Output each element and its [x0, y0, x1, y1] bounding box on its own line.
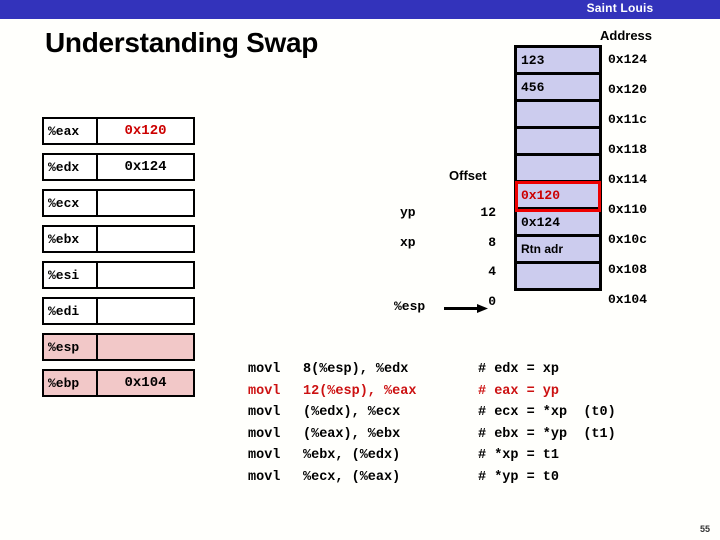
- memory-address-label: 0x110: [608, 202, 648, 217]
- offset-value: 4: [488, 264, 496, 279]
- code-operands: 8(%esp), %edx: [303, 362, 409, 377]
- code-opcode: movl: [248, 362, 281, 377]
- code-line: movl 8(%esp), %edx # edx = xp: [248, 359, 616, 381]
- institution-name: Saint Louis: [586, 1, 654, 15]
- offset-value: 12: [480, 205, 496, 220]
- code-comment: # ecx = *xp (t0): [478, 405, 616, 420]
- memory-cell: [517, 264, 599, 291]
- memory-address-label: 0x10c: [608, 232, 648, 247]
- assembly-code-block: movl 8(%esp), %edx # edx = xp movl 12(%esp),…: [248, 359, 616, 488]
- address-column-header: Address: [600, 28, 653, 43]
- code-comment: # ebx = *yp (t1): [478, 426, 616, 442]
- register-name: %edx: [42, 153, 98, 181]
- esp-arrow-icon: [444, 304, 488, 313]
- code-line: movl (%edx), %ecx # ecx = *xp (t0): [248, 402, 616, 424]
- code-comment: # edx = xp: [478, 362, 560, 377]
- code-operands: %ecx, (%eax): [303, 469, 401, 485]
- page-number: 55: [699, 524, 710, 534]
- register-value: [98, 297, 195, 325]
- register-name: %ebx: [42, 225, 98, 253]
- pointer-label-yp: yp: [400, 205, 416, 220]
- offset-value: 0: [488, 294, 496, 309]
- register-value: [98, 333, 195, 361]
- code-comment: # eax = yp: [478, 383, 560, 399]
- register-value: 0x104: [98, 369, 195, 397]
- register-value: [98, 189, 195, 217]
- register-value: [98, 225, 195, 253]
- offset-value: 8: [488, 235, 496, 250]
- code-opcode: movl: [248, 383, 281, 399]
- memory-cell: 456: [517, 75, 599, 102]
- code-operands: 12(%esp), %eax: [303, 383, 417, 399]
- code-comment: # *yp = t0: [478, 469, 560, 485]
- memory-cell: 0x124: [517, 210, 599, 237]
- memory-address-label: 0x104: [608, 292, 648, 307]
- page-title: Understanding Swap: [45, 27, 319, 58]
- register-value: 0x124: [98, 153, 195, 181]
- memory-address-label: 0x120: [608, 82, 648, 97]
- memory-cell: 0x120: [515, 181, 601, 212]
- memory-address-label: 0x108: [608, 262, 648, 277]
- code-comment: # *xp = t1: [478, 448, 560, 463]
- memory-address-label: 0x114: [608, 172, 648, 187]
- register-row-ebx: %ebx: [42, 225, 195, 253]
- register-row-ecx: %ecx: [42, 189, 195, 217]
- memory-cell: 123: [517, 48, 599, 75]
- register-name: %esp: [42, 333, 98, 361]
- register-name: %eax: [42, 117, 98, 145]
- memory-cell: [517, 129, 599, 156]
- code-opcode: movl: [248, 448, 281, 463]
- code-operands: (%eax), %ebx: [303, 426, 401, 442]
- code-opcode: movl: [248, 469, 281, 485]
- register-value: 0x120: [98, 117, 195, 145]
- memory-address-label: 0x118: [608, 142, 648, 157]
- memory-cell: [517, 156, 599, 183]
- memory-address-label: 0x124: [608, 52, 648, 67]
- register-name: %esi: [42, 261, 98, 289]
- register-name: %ebp: [42, 369, 98, 397]
- code-opcode: movl: [248, 426, 281, 442]
- register-row-esi: %esi: [42, 261, 195, 289]
- code-operands: %ebx, (%edx): [303, 448, 401, 463]
- register-row-esp: %esp: [42, 333, 195, 361]
- pointer-label-xp: xp: [400, 235, 416, 250]
- code-line: movl %ecx, (%eax) # *yp = t0: [248, 467, 616, 489]
- memory-address-label: 0x11c: [608, 112, 648, 127]
- code-operands: (%edx), %ecx: [303, 405, 401, 420]
- code-opcode: movl: [248, 405, 281, 420]
- code-line: movl (%eax), %ebx # ebx = *yp (t1): [248, 424, 616, 446]
- register-row-edi: %edi: [42, 297, 195, 325]
- register-name: %edi: [42, 297, 98, 325]
- offset-column-header: Offset: [449, 168, 487, 183]
- memory-cell: [517, 102, 599, 129]
- code-line: movl 12(%esp), %eax # eax = yp: [248, 381, 616, 403]
- register-value: [98, 261, 195, 289]
- memory-cell: Rtn adr: [517, 237, 599, 264]
- header-band: [0, 0, 720, 19]
- address-label-column: 0x124 0x120 0x11c 0x118 0x114 0x110 0x10c 0x108…: [608, 45, 647, 315]
- esp-pointer-label: %esp: [394, 299, 426, 314]
- register-name: %ecx: [42, 189, 98, 217]
- code-line: movl %ebx, (%edx) # *xp = t1: [248, 445, 616, 467]
